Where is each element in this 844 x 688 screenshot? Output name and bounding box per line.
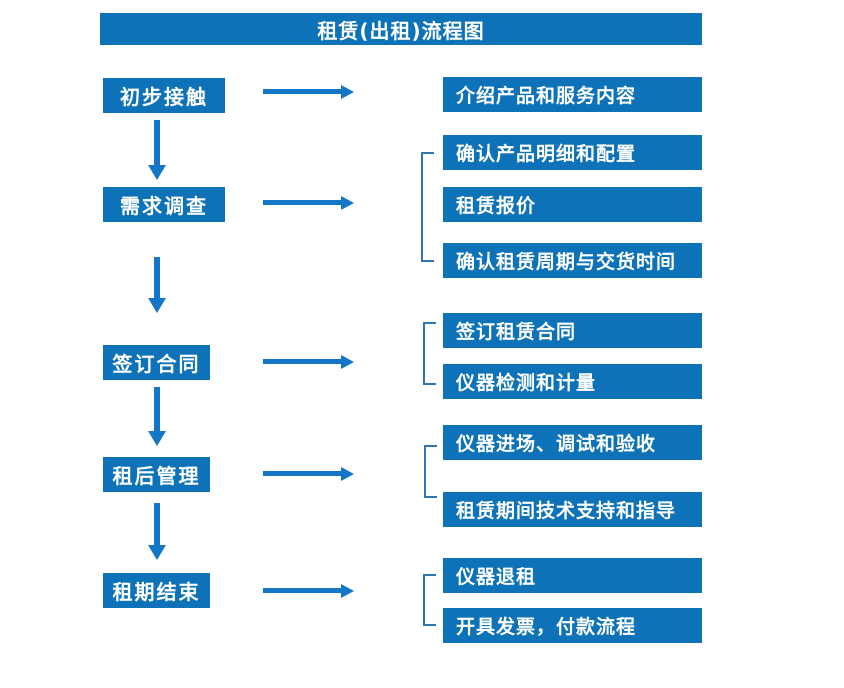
output-box: 租赁报价 xyxy=(443,187,702,222)
output-box: 介绍产品和服务内容 xyxy=(443,77,702,112)
output-box: 仪器检测和计量 xyxy=(443,364,702,399)
stage-box-post-rental-management: 租后管理 xyxy=(103,457,210,492)
group-bracket xyxy=(423,322,436,385)
right-arrow xyxy=(263,355,354,369)
stage-box-initial-contact: 初步接触 xyxy=(103,78,225,113)
output-box: 确认产品明细和配置 xyxy=(443,135,702,170)
down-arrow xyxy=(148,387,166,446)
right-arrow xyxy=(263,85,354,99)
stage-box-demand-survey: 需求调查 xyxy=(103,187,225,222)
output-box: 开具发票，付款流程 xyxy=(443,608,702,643)
stage-box-contract-signing: 签订合同 xyxy=(103,345,210,380)
down-arrow xyxy=(148,257,166,313)
group-bracket xyxy=(423,574,436,626)
right-arrow xyxy=(263,584,354,598)
stage-box-lease-end: 租期结束 xyxy=(103,573,210,608)
output-box: 租赁期间技术支持和指导 xyxy=(443,492,702,527)
right-arrow xyxy=(263,467,354,481)
down-arrow xyxy=(148,503,166,560)
group-bracket xyxy=(421,152,434,262)
flowchart-title: 租赁(出租)流程图 xyxy=(100,13,702,45)
output-box: 确认租赁周期与交货时间 xyxy=(443,243,702,278)
right-arrow xyxy=(263,196,354,210)
output-box: 仪器进场、调试和验收 xyxy=(443,425,702,460)
down-arrow xyxy=(148,120,166,180)
output-box: 仪器退租 xyxy=(443,558,702,593)
output-box: 签订租赁合同 xyxy=(443,313,702,348)
group-bracket xyxy=(424,445,437,498)
